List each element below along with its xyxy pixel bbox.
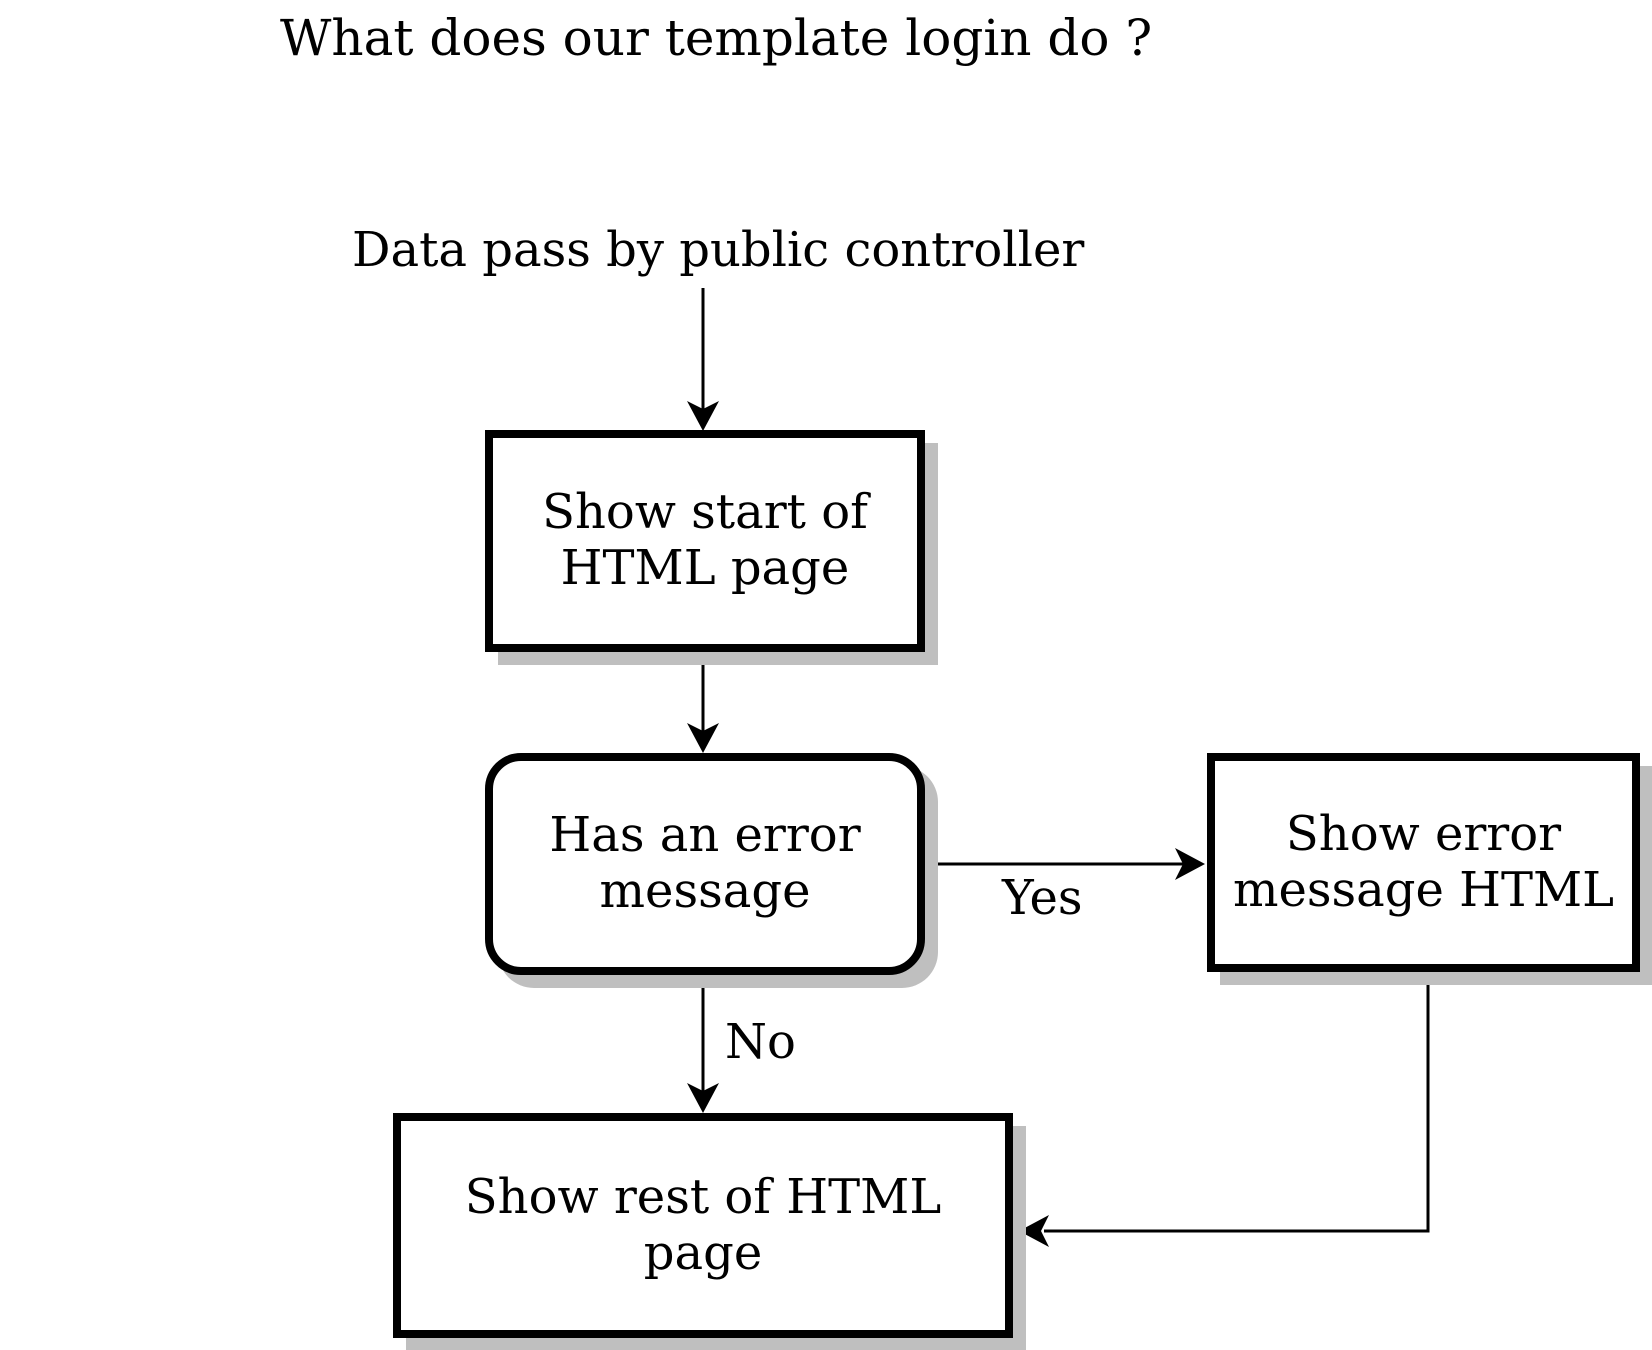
node-text-line: Show error bbox=[1285, 805, 1562, 862]
node-text-line: Show start of bbox=[542, 484, 868, 541]
page-title: What does our template login do ? bbox=[280, 9, 1153, 67]
node-text-line: Show rest of HTML page bbox=[464, 1168, 942, 1281]
node-text-line: message bbox=[599, 863, 811, 919]
arrowhead-down-icon bbox=[687, 401, 719, 431]
node-has-an-error-message: Has an error message bbox=[485, 753, 925, 975]
arrowhead-down-icon bbox=[687, 1083, 719, 1113]
source-label-data-pass: Data pass by public controller bbox=[352, 222, 1085, 278]
edge-show-start-to-has-error bbox=[687, 656, 719, 753]
node-text-line: Has an error bbox=[549, 807, 861, 864]
arrowhead-right-icon bbox=[1175, 848, 1205, 880]
arrowhead-down-icon bbox=[687, 723, 719, 753]
edge-controller-to-show-start bbox=[687, 288, 719, 431]
edge-show-error-to-show-rest bbox=[1019, 976, 1430, 1247]
node-show-start-of-html-page: Show start of HTML page bbox=[485, 430, 925, 652]
arrowhead-left-icon bbox=[1019, 1215, 1049, 1247]
node-show-rest-of-html-page: Show rest of HTML page bbox=[393, 1113, 1013, 1338]
edge-label-yes: Yes bbox=[1002, 870, 1083, 926]
node-text-line: message HTML bbox=[1232, 861, 1615, 918]
edge-no-to-show-rest bbox=[687, 979, 719, 1113]
node-show-error-message-html: Show error message HTML bbox=[1207, 753, 1640, 972]
edge-label-no: No bbox=[725, 1014, 796, 1070]
edge-yes-to-show-error bbox=[929, 848, 1205, 880]
node-text-line: HTML page bbox=[560, 540, 850, 596]
